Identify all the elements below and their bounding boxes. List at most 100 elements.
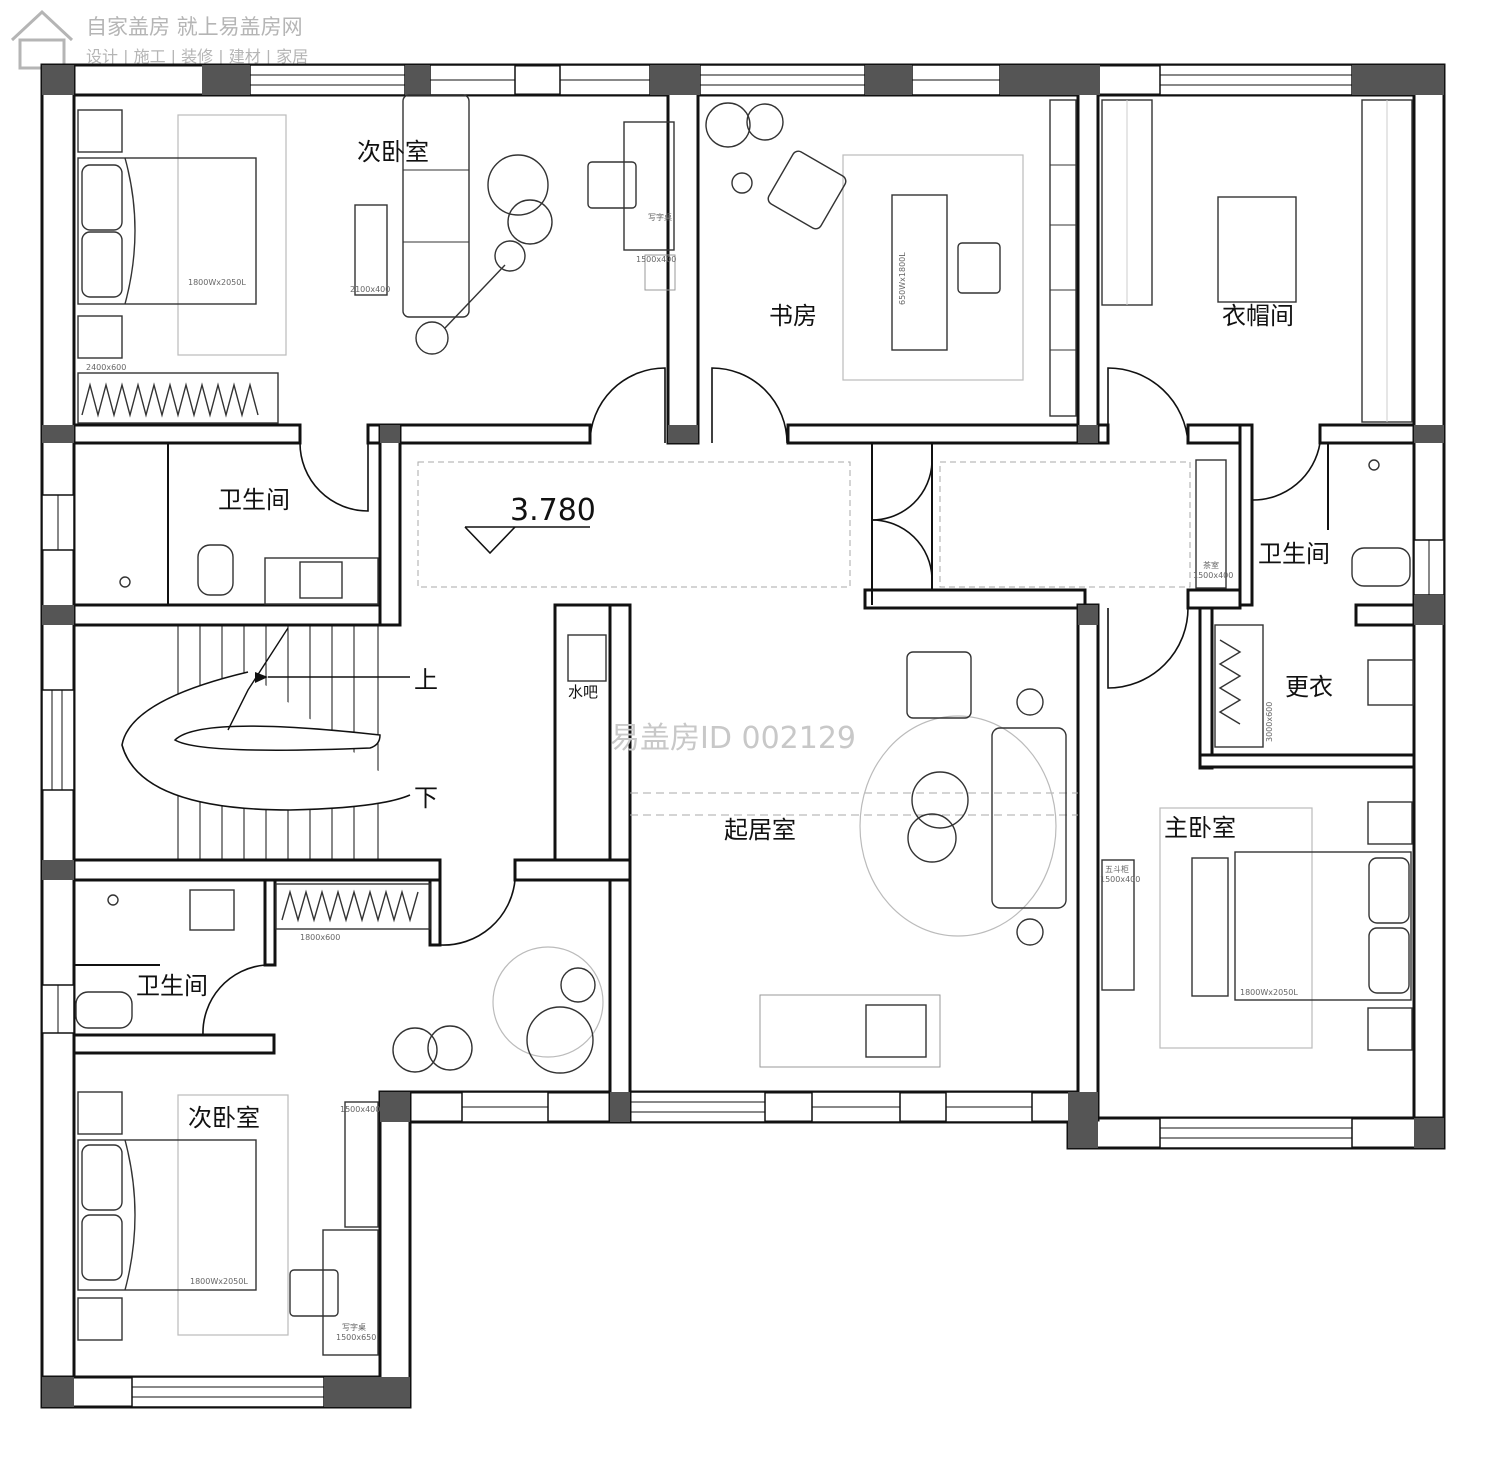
wall bbox=[1198, 753, 1416, 769]
lamp bbox=[731, 172, 753, 194]
pillow bbox=[81, 1214, 123, 1281]
rug bbox=[1159, 807, 1313, 1049]
window bbox=[629, 1091, 766, 1123]
room-label-cloakroom: 衣帽间 bbox=[1222, 302, 1294, 330]
cabinet bbox=[1195, 459, 1227, 589]
wardrobe bbox=[1214, 624, 1264, 748]
staircase: 上 下 bbox=[121, 625, 438, 860]
wardrobe bbox=[275, 883, 431, 930]
wall bbox=[1076, 63, 1100, 445]
toilet bbox=[75, 991, 133, 1029]
nightstand bbox=[77, 315, 123, 359]
window bbox=[131, 1376, 325, 1408]
window bbox=[249, 64, 406, 96]
bedroom-nw-furniture: 1800Wx2050L 2400x600 2100x400 写字桌 1500x4… bbox=[77, 94, 676, 424]
door bbox=[711, 367, 788, 444]
pillow bbox=[1368, 857, 1410, 924]
room-label-bedroom-sw: 次卧室 bbox=[188, 1104, 260, 1132]
brand-line-1: 自家盖房 就上易盖房网 bbox=[86, 15, 303, 39]
wall bbox=[72, 603, 402, 627]
wall bbox=[263, 878, 277, 967]
side-table bbox=[354, 204, 388, 296]
pillow bbox=[81, 231, 123, 298]
wall bbox=[1198, 606, 1214, 770]
chair bbox=[957, 242, 1001, 294]
plant bbox=[705, 102, 751, 148]
sink bbox=[299, 561, 343, 599]
bedroom-sw-furniture: 1800Wx2050L 1500x400 写字桌 1500x650 次卧室 bbox=[77, 1091, 380, 1356]
watermark: 易盖房ID 002129 bbox=[610, 721, 856, 756]
dim-label: 1800Wx2050L bbox=[188, 278, 246, 287]
dim-label: 1500x400 bbox=[340, 1105, 380, 1114]
room-label-water-bar: 水吧 bbox=[568, 683, 598, 701]
sofa bbox=[402, 94, 470, 318]
room-label-bathroom-e: 卫生间 bbox=[1258, 540, 1330, 568]
plant bbox=[427, 1025, 473, 1071]
nightstand bbox=[77, 1091, 123, 1135]
coffee-table bbox=[507, 199, 553, 245]
house-logo-icon bbox=[10, 9, 74, 42]
room-label-master: 主卧室 bbox=[1164, 814, 1236, 842]
room-label-bedroom-nw: 次卧室 bbox=[357, 138, 429, 166]
dim-label: 1800x600 bbox=[300, 933, 340, 942]
room-label-dressing: 更衣 bbox=[1285, 673, 1333, 701]
bookshelf bbox=[1049, 99, 1077, 417]
dresser bbox=[1101, 859, 1135, 991]
window bbox=[1159, 1117, 1353, 1149]
dim-label: 写字桌 bbox=[648, 212, 672, 222]
pillow bbox=[1368, 927, 1410, 994]
columns bbox=[42, 65, 1444, 1407]
treadmill bbox=[759, 994, 941, 1068]
stair-down-label: 下 bbox=[414, 784, 438, 812]
bathroom-sw-furniture: 1800x600 卫生间 bbox=[74, 883, 431, 1029]
cloakroom-furniture: 衣帽间 bbox=[1101, 99, 1413, 423]
door bbox=[871, 461, 933, 521]
nightstand bbox=[1367, 801, 1413, 845]
floor-drain bbox=[107, 894, 119, 906]
brand-logo: 自家盖房 就上易盖房网 设计 | 施工 | 装修 | 建材 | 家居 bbox=[10, 9, 308, 70]
sink bbox=[567, 634, 607, 682]
wall bbox=[1238, 423, 1254, 607]
lounge-furniture bbox=[392, 946, 604, 1074]
dim-label: 写字桌 bbox=[342, 1322, 366, 1332]
door bbox=[589, 367, 666, 444]
room-label-bathroom-sw: 卫生间 bbox=[136, 972, 208, 1000]
wall bbox=[1076, 603, 1100, 1122]
study-furniture: 650Wx1800L 书房 bbox=[705, 99, 1077, 417]
armchair bbox=[526, 1006, 594, 1074]
bathroom-w-furniture: 卫生间 bbox=[119, 443, 379, 605]
dim-label: 2100x400 bbox=[350, 285, 390, 294]
rug bbox=[859, 715, 1057, 937]
wall bbox=[378, 423, 402, 627]
nightstand bbox=[77, 1297, 123, 1341]
ceiling-light bbox=[1016, 918, 1044, 946]
desk bbox=[623, 121, 675, 251]
rug bbox=[177, 1094, 289, 1336]
sink bbox=[1367, 659, 1414, 706]
floor-drain bbox=[119, 576, 131, 588]
wall bbox=[786, 423, 1110, 445]
desk bbox=[891, 194, 948, 351]
island bbox=[1217, 196, 1297, 303]
room-label-bathroom-w: 卫生间 bbox=[218, 486, 290, 514]
desk bbox=[322, 1229, 379, 1356]
dim-label: 1500x650 bbox=[336, 1333, 376, 1342]
bed bbox=[77, 157, 257, 305]
sink bbox=[189, 889, 235, 931]
dim-label: 3000x600 bbox=[1265, 702, 1274, 742]
bathroom-e-furniture: 茶室 1500x400 卫生间 3000x600 更衣 bbox=[1193, 443, 1414, 748]
rug bbox=[842, 154, 1024, 381]
door bbox=[299, 442, 369, 512]
living-furniture: 起居室 bbox=[724, 651, 1067, 1068]
door bbox=[439, 879, 516, 946]
floor-drain bbox=[1368, 459, 1380, 471]
door bbox=[202, 964, 266, 1036]
corridor bbox=[417, 461, 1191, 816]
chair bbox=[289, 1269, 339, 1317]
dim-label: 1800Wx2050L bbox=[1240, 988, 1298, 997]
wall bbox=[1354, 603, 1416, 627]
rug bbox=[492, 946, 604, 1058]
elevation-mark: 3.780 bbox=[464, 493, 596, 555]
nightstand bbox=[1367, 1007, 1413, 1051]
water-bar: 水吧 bbox=[567, 634, 607, 701]
